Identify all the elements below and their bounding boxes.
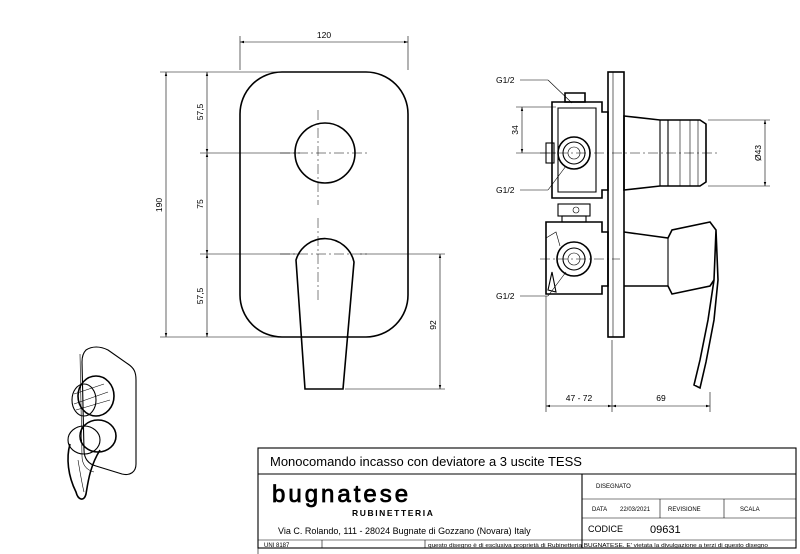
dim-bottom-offset: 57,5 xyxy=(195,287,205,304)
dim-mid-spacing: 75 xyxy=(195,199,205,209)
codice-value: 09631 xyxy=(650,524,681,536)
dim-depth-range: 47 - 72 xyxy=(566,393,593,403)
mixer-lever xyxy=(295,237,355,390)
revisione-label: REVISIONE xyxy=(668,507,701,513)
cover-plate xyxy=(239,71,409,338)
thread-label-mid: G1/2 xyxy=(496,185,515,195)
dim-height: 190 xyxy=(154,198,164,212)
dim-port-spacing: 34 xyxy=(510,125,520,135)
ownership-notice: questo disegno è di esclusiva proprietà … xyxy=(428,543,768,549)
thread-label-bottom: G1/2 xyxy=(496,291,515,301)
data-value: 22/03/2021 xyxy=(620,507,651,513)
perspective-view xyxy=(67,346,137,500)
brand-logo: bugnatese xyxy=(272,481,411,508)
brand-subtitle: RUBINETTERIA xyxy=(352,508,434,518)
thread-label-top: G1/2 xyxy=(496,75,515,85)
standard-label: UNI 8187 xyxy=(264,543,290,549)
drawing-title: Monocomando incasso con deviatore a 3 us… xyxy=(270,454,582,469)
dim-diameter: Ø43 xyxy=(753,145,763,161)
dim-handle-depth: 69 xyxy=(656,393,666,403)
disegnato-label: DISEGNATO xyxy=(596,484,631,490)
side-view: G1/2 G1/2 G1/2 34 Ø43 47 - 72 69 xyxy=(496,71,770,412)
title-block: Monocomando incasso con deviatore a 3 us… xyxy=(257,447,797,554)
dim-lever-drop: 92 xyxy=(428,320,438,330)
front-view: 120 190 57,5 75 57,5 92 xyxy=(154,30,445,390)
data-label: DATA xyxy=(592,507,607,513)
company-address: Via C. Rolando, 111 - 28024 Bugnate di G… xyxy=(278,526,531,536)
codice-label: CODICE xyxy=(588,524,623,534)
scala-label: SCALA xyxy=(740,507,760,513)
dim-width: 120 xyxy=(317,30,331,40)
side-plate xyxy=(607,71,625,338)
dim-top-offset: 57,5 xyxy=(195,103,205,120)
